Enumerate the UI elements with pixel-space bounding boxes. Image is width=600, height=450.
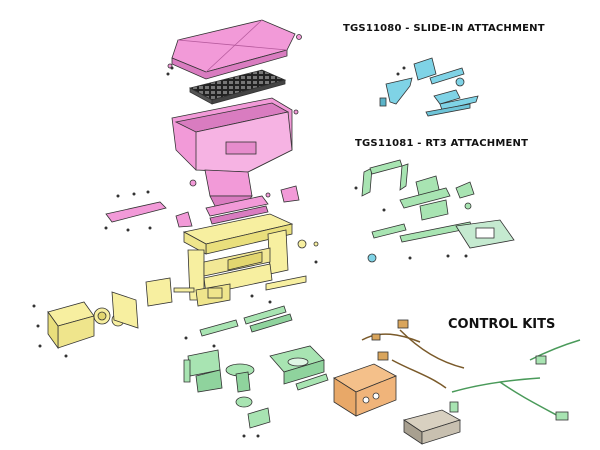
hopper-fins bbox=[105, 185, 300, 228]
rt3-attachment-title: TGS11081 - RT3 ATTACHMENT bbox=[355, 138, 529, 149]
rt3-attachment-parts bbox=[361, 159, 515, 263]
slide-in-attachment-title: TGS11080 - SLIDE-IN ATTACHMENT bbox=[343, 23, 545, 34]
spreader-frame bbox=[182, 213, 319, 307]
hardware-fasteners bbox=[32, 66, 468, 438]
slide-in-attachment-parts bbox=[379, 57, 479, 117]
control-kit-parts bbox=[333, 319, 581, 445]
motor-assembly bbox=[47, 277, 195, 350]
hopper-body bbox=[171, 97, 299, 209]
control-kits-title: CONTROL KITS bbox=[448, 317, 556, 332]
mounting-hardware bbox=[183, 305, 329, 429]
hopper-lid bbox=[167, 19, 302, 80]
screen-grate bbox=[188, 69, 287, 105]
